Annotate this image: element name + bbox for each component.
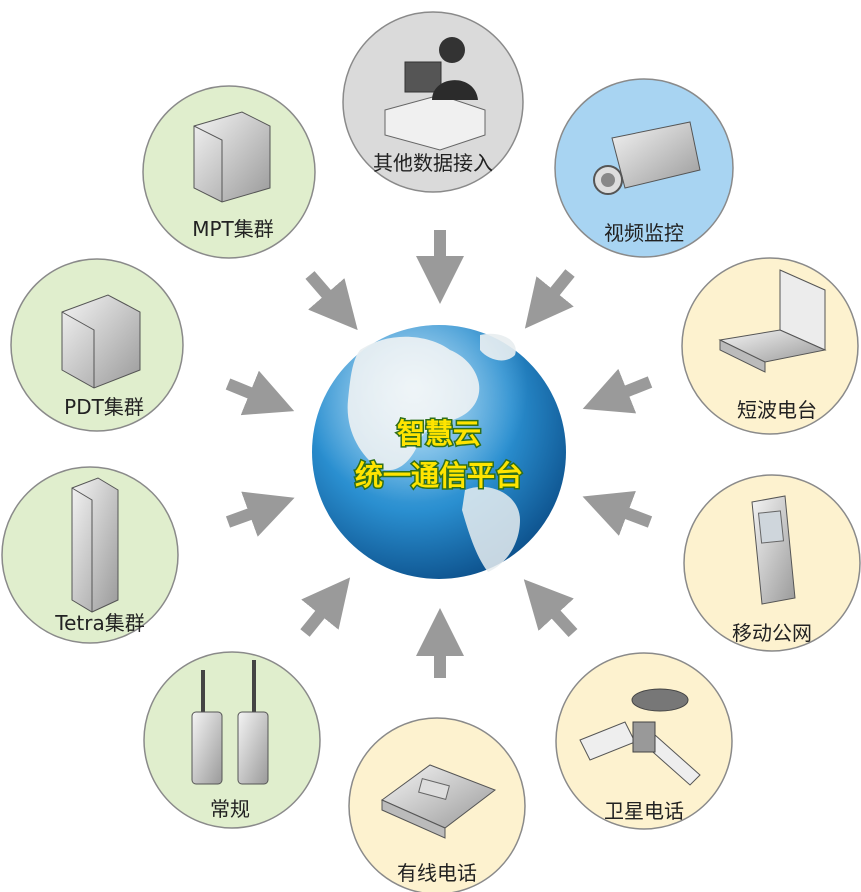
node-tetra: Tetra集群 — [1, 466, 179, 644]
label-other-data: 其他数据接入 — [373, 151, 493, 175]
mobile-phone-icon — [751, 495, 796, 605]
arrows — [225, 230, 653, 678]
operator-desk-icon — [384, 37, 486, 151]
label-tetra: Tetra集群 — [54, 611, 144, 635]
label-video: 视频监控 — [604, 221, 684, 245]
server-rack-icon — [71, 477, 119, 613]
arrow-from-shortwave — [582, 368, 653, 414]
label-landline: 有线电话 — [397, 861, 477, 885]
label-mobile: 移动公网 — [732, 621, 812, 645]
laptop-radio-icon — [718, 269, 827, 373]
node-shortwave: 短波电台 — [681, 257, 859, 435]
label-mpt: MPT集群 — [192, 217, 274, 241]
node-mobile: 移动公网 — [683, 474, 861, 652]
arrow-from-video — [524, 269, 575, 329]
pdt-cabinet-icon — [61, 294, 141, 389]
globe: 智慧云 统一通信平台 — [312, 325, 566, 579]
label-shortwave: 短波电台 — [737, 398, 817, 422]
label-satellite: 卫星电话 — [604, 799, 684, 823]
arrow-from-mpt — [305, 271, 358, 331]
node-other-data: 其他数据接入 — [342, 11, 524, 193]
satellite-icon — [579, 688, 701, 786]
arrow-from-pdt — [225, 370, 295, 416]
node-pdt: PDT集群 — [10, 258, 184, 432]
center-title-line1: 智慧云 — [397, 417, 481, 450]
arrow-from-mobile — [582, 491, 653, 536]
label-pdt: PDT集群 — [64, 395, 144, 419]
node-conventional: 常规 — [143, 651, 321, 829]
arrow-from-satellite — [523, 579, 578, 638]
arrow-from-conventional — [300, 577, 351, 637]
node-satellite: 卫星电话 — [555, 652, 733, 830]
walkie-talkie-icon — [191, 660, 269, 785]
mpt-cabinet-icon — [193, 111, 271, 203]
center-title-line2: 统一通信平台 — [355, 459, 523, 492]
node-mpt: MPT集群 — [142, 85, 316, 259]
label-conventional: 常规 — [210, 797, 250, 821]
desk-phone-icon — [381, 764, 497, 839]
node-landline: 有线电话 — [348, 717, 526, 892]
node-video: 视频监控 — [554, 78, 734, 258]
cctv-camera-icon — [593, 121, 701, 195]
arrow-from-tetra — [225, 491, 295, 537]
